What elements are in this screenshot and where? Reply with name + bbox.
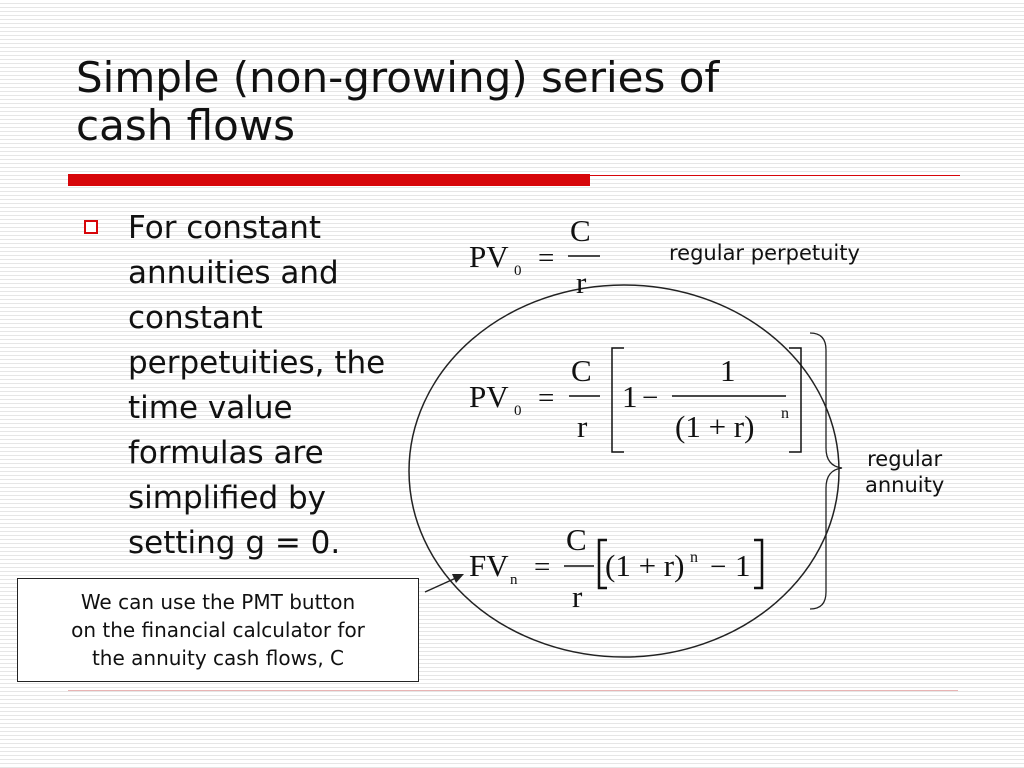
formula-minus: − [710,551,726,583]
note-line: the annuity cash flows, C [91,646,345,670]
formula-lhs: PV [469,379,509,414]
right-bracket-icon [789,347,802,453]
bullet-line: simplified by [128,480,327,516]
formula-numerator: C [571,353,592,388]
regular-annuity-label-line: annuity [865,473,945,497]
formula-one: 1 [622,379,638,414]
formula-denominator: r [572,579,583,614]
bullet-line: For constant [128,210,322,246]
regular-annuity-label-line: regular [867,447,943,471]
callout-arrow-head-icon [452,574,464,583]
formula-equals: = [538,382,554,414]
curly-brace-icon [809,332,843,610]
formula-subscript: 0 [514,403,522,419]
bullet-line: time value [128,390,293,426]
formula-inner-denominator: (1 + r) [675,409,754,444]
formula-exponent: n [781,405,789,422]
bullet-line: perpetuities, the [128,345,386,381]
formula-exponent: n [690,549,698,566]
formula-denominator: r [577,409,588,444]
annuity-fv-formula: FV n = C r (1 + r) n − 1 [469,522,764,614]
perpetuity-formula: PV 0 = C r [469,213,600,300]
left-bracket-icon [597,538,607,590]
formula-inner-numerator: 1 [720,353,736,388]
formula-numerator: C [570,213,591,248]
formula-lhs: PV [469,239,509,274]
annuity-ellipse [408,284,840,658]
right-bracket-icon [754,538,764,590]
square-bullet-icon [84,220,98,234]
formula-subscript: n [510,572,518,588]
bullet-line: setting g = 0. [128,525,341,561]
bullet-line: constant [128,300,263,336]
slide-title-line-2: cash flows [76,101,296,150]
regular-annuity-label: regular annuity [865,446,944,498]
bullet-line: formulas are [128,435,324,471]
bullet-text: For constant annuities and constant perp… [128,206,448,566]
note-line: We can use the PMT button [80,590,356,614]
title-underline-thick [68,174,590,186]
annuity-pv-formula: PV 0 = C r 1 − 1 (1 + r) n [469,347,802,453]
calculator-note-box: We can use the PMT button on the financi… [17,578,419,682]
formula-equals: = [538,242,554,274]
bullet-line: annuities and [128,255,339,291]
left-bracket-icon [611,347,624,453]
formula-equals: = [534,551,550,583]
formula-one: 1 [735,548,751,583]
slide-title: Simple (non-growing) series of cash flow… [76,54,956,150]
regular-perpetuity-label: regular perpetuity [669,241,860,265]
formula-subscript: 0 [514,263,522,279]
formula-denominator: r [576,265,587,300]
callout-arrow-line [424,577,457,593]
formula-lhs: FV [469,548,509,583]
formula-bracket-term: (1 + r) [605,548,684,583]
note-line: on the financial calculator for [71,618,365,642]
footer-rule [68,690,958,691]
formula-minus: − [642,382,658,414]
slide-title-line-1: Simple (non-growing) series of [76,53,720,102]
formula-numerator: C [566,522,587,557]
title-underline-thin [590,175,960,176]
